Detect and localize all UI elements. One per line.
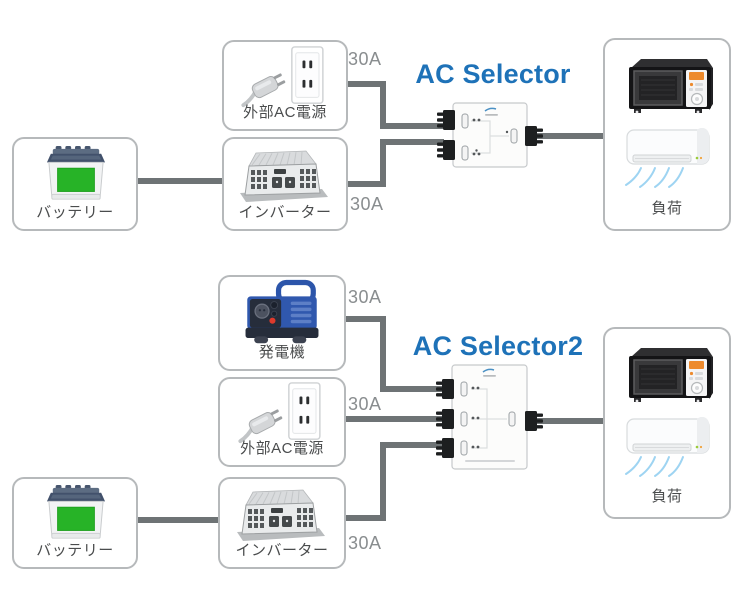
wire-selector-to-load xyxy=(533,133,603,139)
ac-selector-device-icon xyxy=(435,98,545,172)
inverter-icon xyxy=(236,145,332,205)
external-ac-box: 外部AC電源 xyxy=(222,40,348,131)
load-box: 負荷 xyxy=(603,38,731,231)
generator-box: 発電機 xyxy=(218,275,346,371)
external-ac-label: 外部AC電源 xyxy=(240,440,324,457)
wire-generator-h1 xyxy=(342,316,386,322)
wire-battery-to-inverter xyxy=(133,178,223,184)
wire-inverter-h2 xyxy=(380,139,444,145)
amp-rating-label: 30A xyxy=(350,194,384,214)
wire-selector2-to-load xyxy=(533,418,603,424)
ac-selector2-device-icon xyxy=(435,357,545,477)
battery-icon xyxy=(38,145,114,205)
wire-inverter-v xyxy=(380,139,386,187)
ac-selector2-title: AC Selector2 xyxy=(412,331,584,361)
inverter-label: インバーター xyxy=(235,542,329,559)
wire-inverter-h1 xyxy=(343,181,386,187)
ac-outlet-plug-icon xyxy=(237,381,331,445)
wire-inverter2-h2 xyxy=(380,442,442,448)
wire-externalac-h2 xyxy=(380,123,444,129)
battery-icon xyxy=(38,484,114,544)
amp-rating-label: 30A xyxy=(348,533,382,553)
air-conditioner-icon xyxy=(619,417,715,479)
microwave-icon xyxy=(619,343,715,405)
ac-selector-title: AC Selector xyxy=(415,59,571,89)
load-label: 負荷 xyxy=(651,200,683,217)
external-ac-box-2: 外部AC電源 xyxy=(218,377,346,467)
wire-generator-h2 xyxy=(380,386,442,392)
air-conditioner-icon xyxy=(619,128,715,190)
wire-externalac-2 xyxy=(342,416,442,422)
wire-inverter2-h1 xyxy=(342,515,386,521)
load-label: 負荷 xyxy=(651,488,683,505)
inverter-label: インバーター xyxy=(238,204,332,221)
ac-outlet-plug-icon xyxy=(240,45,334,109)
wire-battery-to-inverter-2 xyxy=(134,517,218,523)
wire-inverter2-v xyxy=(380,442,386,521)
amp-rating-label: 30A xyxy=(348,394,382,414)
battery-label: バッテリー xyxy=(36,204,114,221)
inverter-icon xyxy=(233,484,329,544)
inverter-box: インバーター xyxy=(222,137,348,231)
amp-rating-label: 30A xyxy=(348,49,382,69)
battery-label: バッテリー xyxy=(36,542,114,559)
generator-icon xyxy=(232,279,332,345)
load-box-2: 負荷 xyxy=(603,327,731,519)
battery-box: バッテリー xyxy=(12,137,138,231)
generator-label: 発電機 xyxy=(258,344,306,361)
wire-externalac-h1 xyxy=(343,81,386,87)
battery-box-2: バッテリー xyxy=(12,477,138,569)
amp-rating-label: 30A xyxy=(348,287,382,307)
external-ac-label: 外部AC電源 xyxy=(243,104,327,121)
wire-externalac-v xyxy=(380,81,386,129)
inverter-box-2: インバーター xyxy=(218,477,346,569)
wire-generator-v xyxy=(380,316,386,392)
microwave-icon xyxy=(619,54,715,116)
